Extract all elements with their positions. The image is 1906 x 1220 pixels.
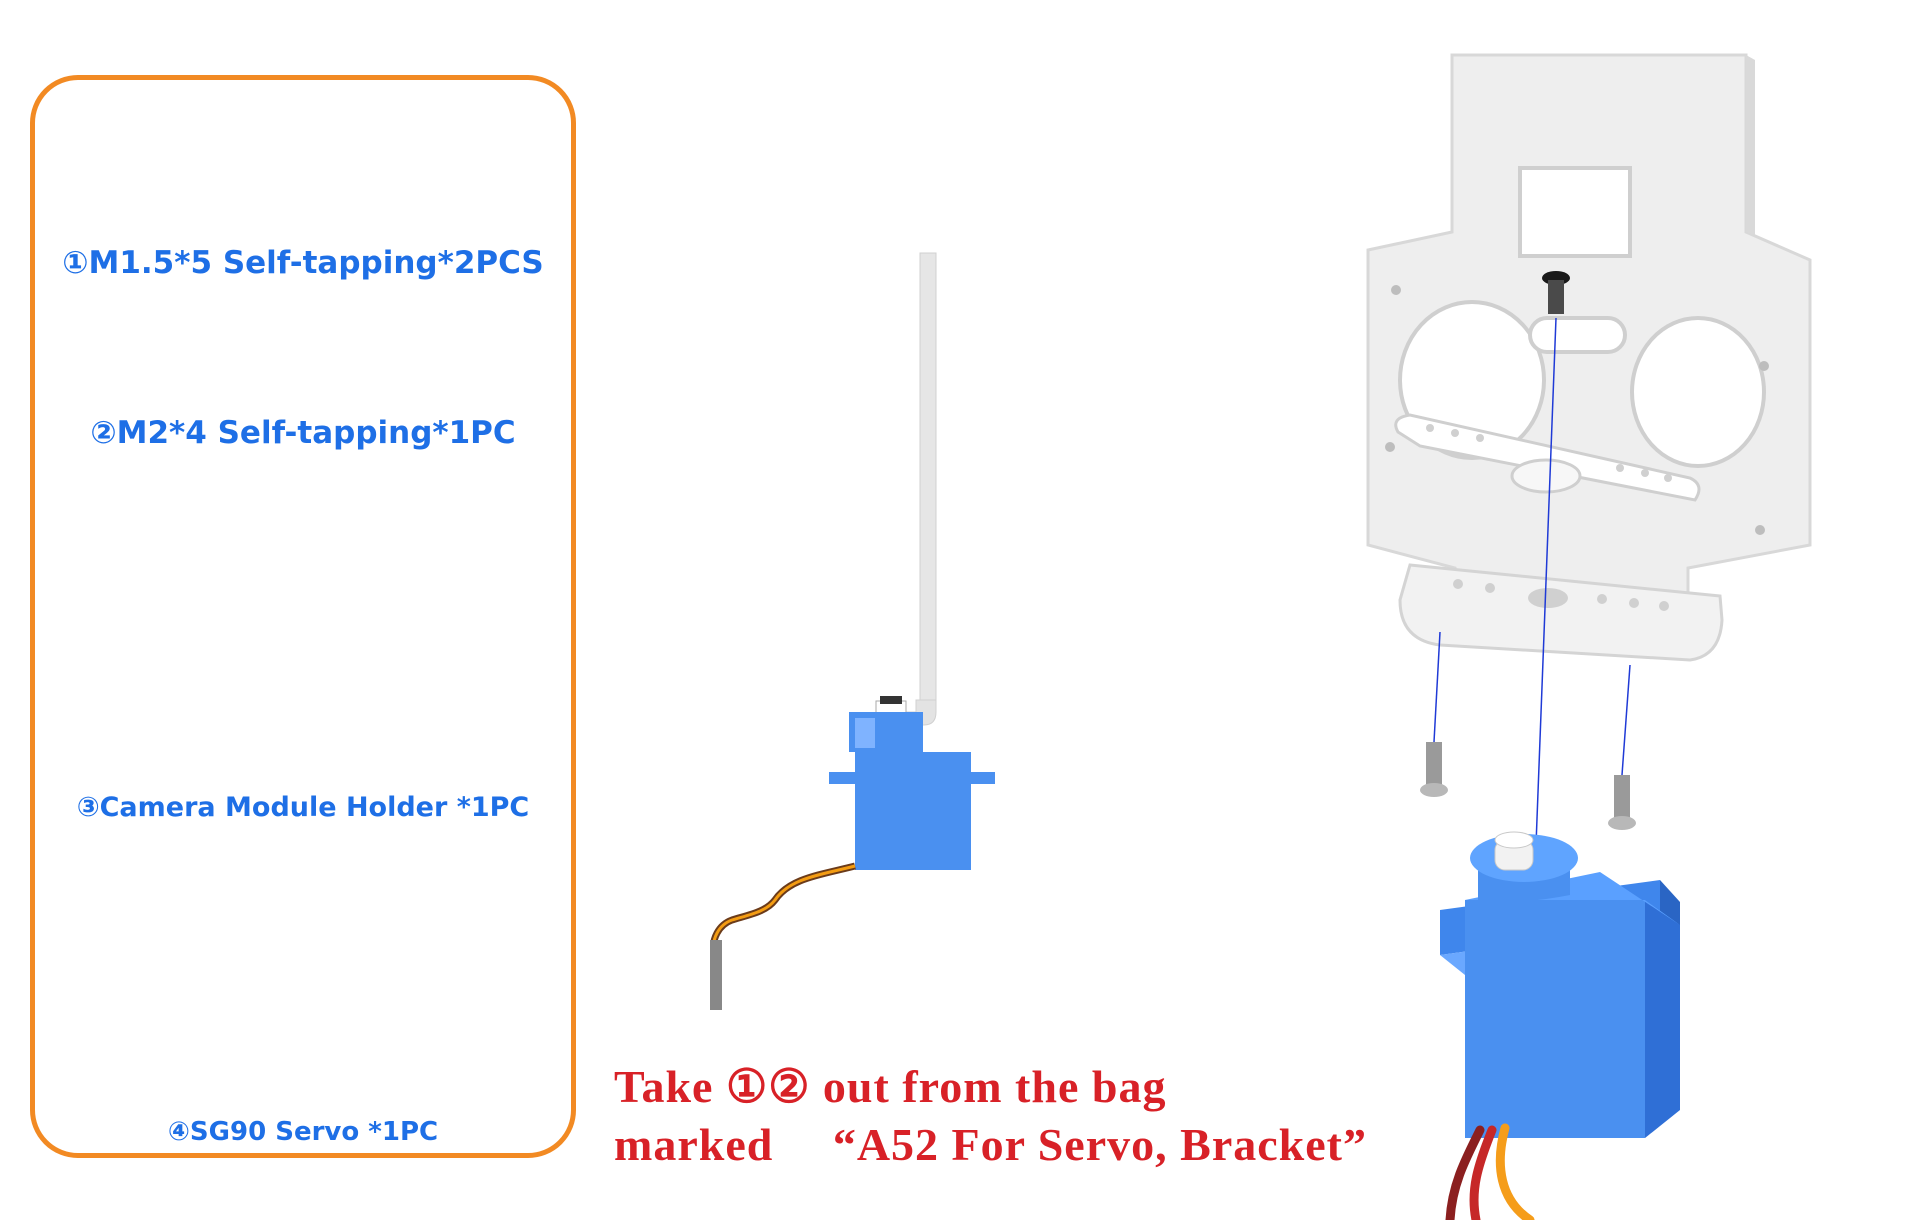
- screw-m1-5-exploded-left-icon: [1420, 742, 1448, 797]
- bracket-plate-exploded: [1368, 55, 1810, 660]
- servo-side-view: [710, 696, 995, 1010]
- instruction-text: Take ①② out from the bag marked “A52 For…: [614, 1058, 1367, 1174]
- screw-m1-5-exploded-right-icon: [1608, 775, 1636, 830]
- part-label-m1-5-screw: ①M1.5*5 Self-tapping*2PCS: [35, 245, 571, 281]
- parts-panel: ①M1.5*5 Self-tapping*2PCS ②M2*4 Self-tap…: [30, 75, 576, 1158]
- bracket-plate-side-view: [890, 253, 936, 725]
- part-label-m2-screw: ②M2*4 Self-tapping*1PC: [35, 415, 571, 451]
- servo-exploded-icon: [1440, 832, 1680, 1220]
- part-label-camera-holder: ③Camera Module Holder *1PC: [35, 792, 571, 823]
- part-label-sg90-servo: ④SG90 Servo *1PC: [35, 1117, 571, 1147]
- instruction-line-1: Take ①② out from the bag: [614, 1058, 1367, 1116]
- instruction-line-2: marked “A52 For Servo, Bracket”: [614, 1116, 1367, 1174]
